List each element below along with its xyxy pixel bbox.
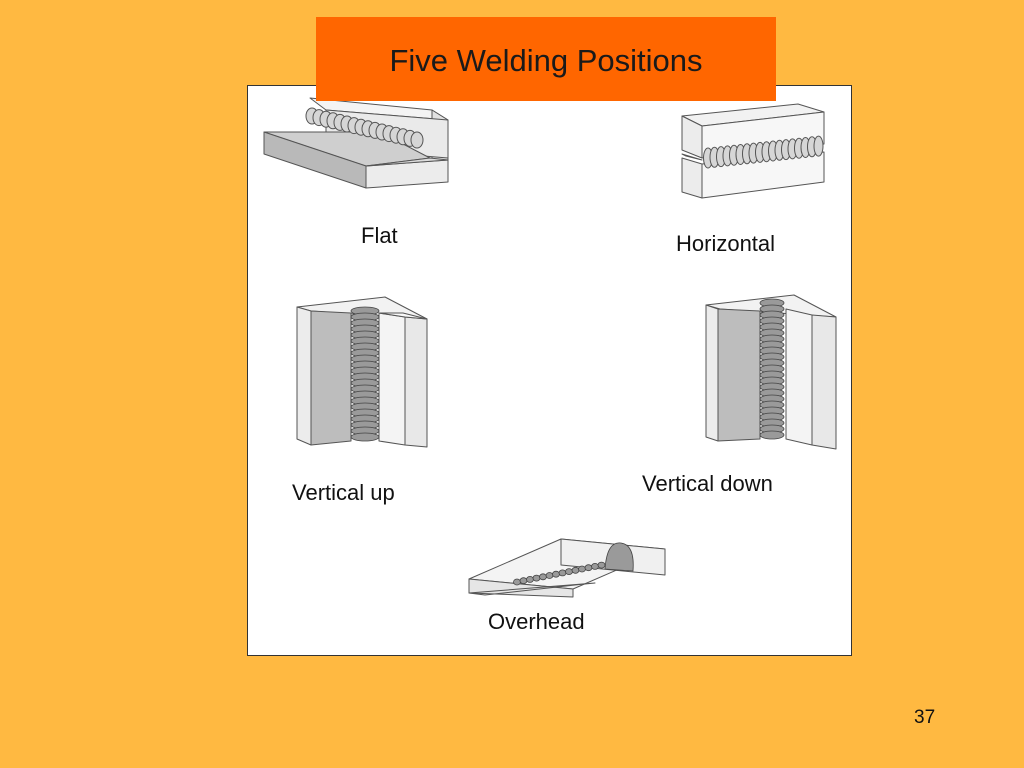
vertical-up-label: Vertical up bbox=[292, 480, 395, 505]
overhead-label: Overhead bbox=[488, 609, 585, 634]
flat-label: Flat bbox=[361, 223, 398, 248]
page-number: 37 bbox=[914, 707, 936, 728]
overhead-weld-illustration bbox=[468, 538, 666, 598]
horizontal-weld-illustration bbox=[681, 103, 825, 199]
vertical-up-weld-illustration bbox=[296, 296, 428, 448]
vertical-down-label: Vertical down bbox=[642, 471, 773, 496]
vertical-down-weld-illustration bbox=[705, 294, 837, 450]
flat-weld-illustration bbox=[263, 97, 449, 189]
slide-title: Five Welding Positions bbox=[389, 43, 703, 78]
horizontal-label: Horizontal bbox=[676, 231, 776, 256]
title-box: Five Welding Positions bbox=[316, 17, 776, 101]
